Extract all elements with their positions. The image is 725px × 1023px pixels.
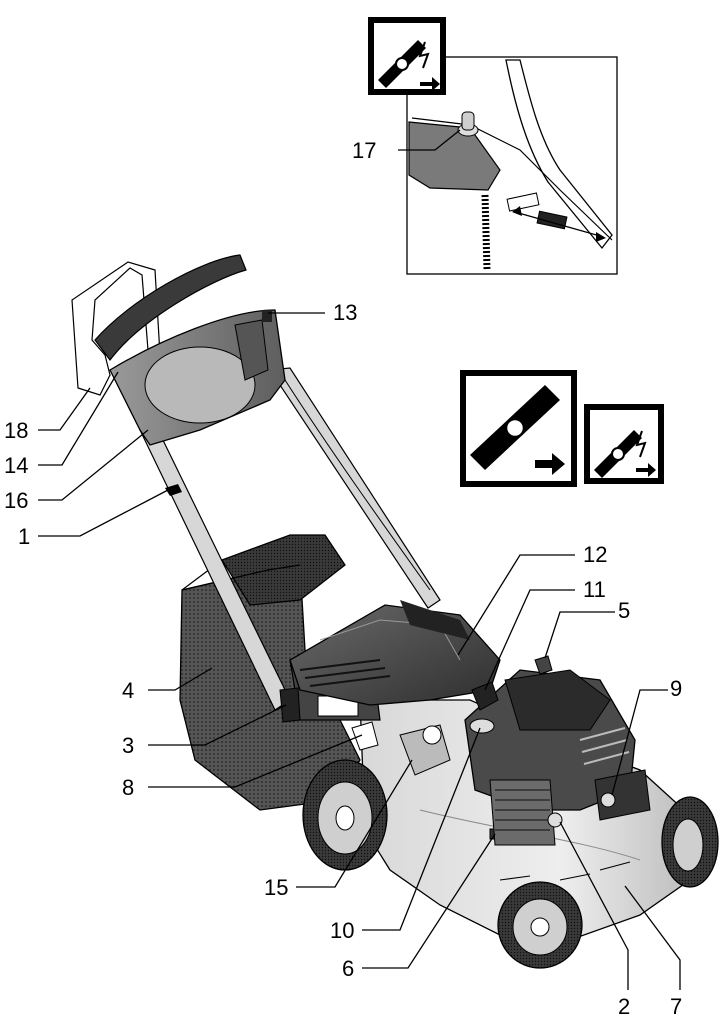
inset-detail [406,56,618,275]
callout-18: 18 [4,418,28,443]
mower-body [71,254,719,969]
callout-10: 10 [330,918,354,943]
callout-14: 14 [4,453,28,478]
blade-brake-lightning-icon [584,404,664,484]
blade-stop-arrow-icon [460,370,577,487]
callout-11: 11 [583,577,606,602]
wheel-rear-left [302,759,388,871]
wheel-front-right [661,796,719,888]
callout-1: 1 [18,524,30,549]
callout-6: 6 [342,956,354,981]
callout-8: 8 [122,775,134,800]
callout-4: 4 [122,678,134,703]
callout-labels: 17 13 18 14 16 1 12 11 5 9 4 3 8 15 10 6 [4,129,682,1019]
callout-17: 17 [352,138,376,163]
callout-2: 2 [618,994,630,1019]
callout-16: 16 [4,488,28,513]
callout-13: 13 [333,300,357,325]
callout-15: 15 [264,875,288,900]
wheel-front-left [497,881,583,969]
callout-7: 7 [670,994,682,1019]
callout-12: 12 [583,542,607,567]
blade-brake-lightning-icon [368,17,446,95]
callout-5: 5 [618,598,630,623]
callout-3: 3 [122,733,134,758]
callout-9: 9 [670,676,682,701]
